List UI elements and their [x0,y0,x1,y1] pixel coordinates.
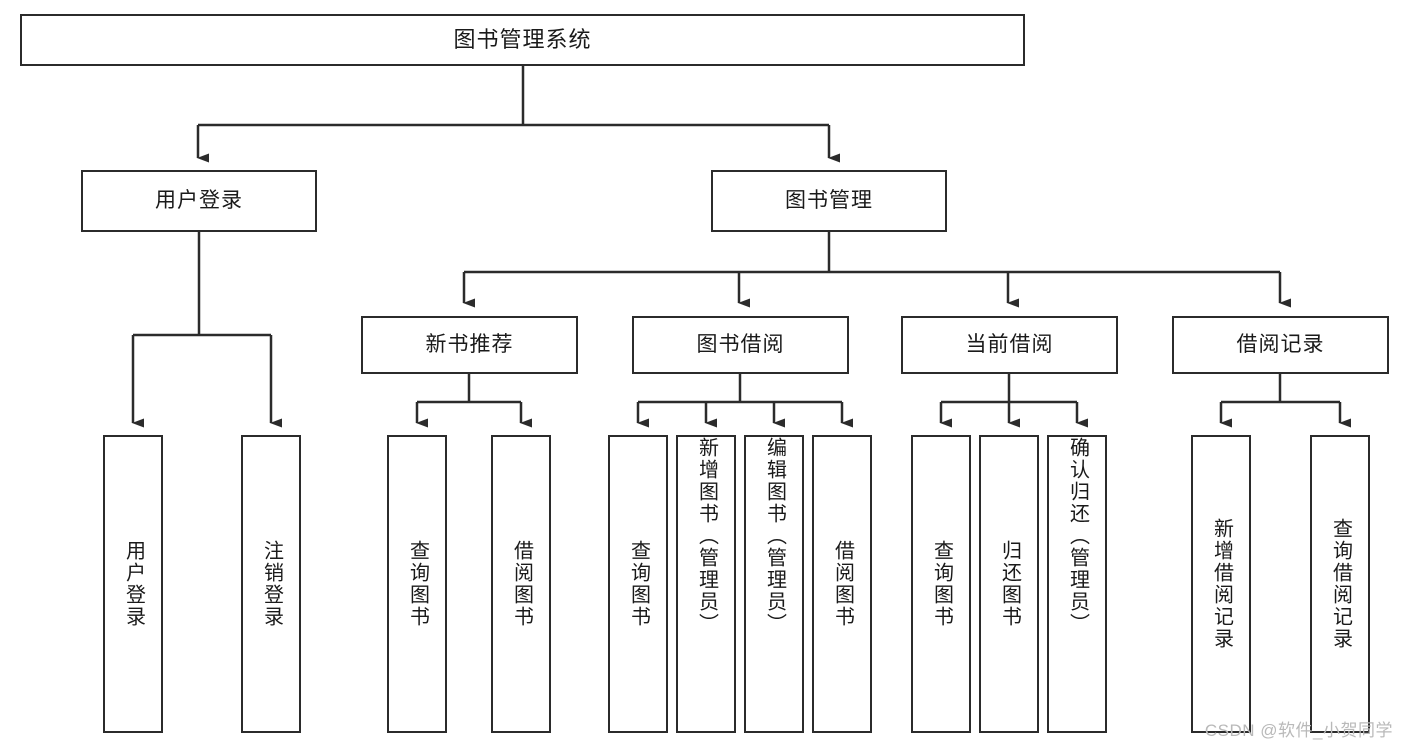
leaf-record-query-record[interactable]: 查询借阅记录 [1310,435,1370,733]
leaf-new-book-borrow[interactable]: 借阅图书 [491,435,551,733]
node-label: 新增图书（管理员） [695,437,718,635]
leaf-user-login-logout[interactable]: 注销登录 [241,435,301,733]
leaf-borrow-add-book-admin[interactable]: 新增图书（管理员） [676,435,736,733]
node-label: 图书管理系统 [453,26,592,52]
leaf-record-add-record[interactable]: 新增借阅记录 [1191,435,1251,733]
leaf-borrow-borrow-book[interactable]: 借阅图书 [812,435,872,733]
node-user-login[interactable]: 用户登录 [81,170,317,232]
node-label: 编辑图书（管理员） [763,437,786,635]
node-label: 注销登录 [260,540,283,628]
leaf-current-return-book[interactable]: 归还图书 [979,435,1039,733]
node-label: 归还图书 [998,540,1021,628]
node-label: 查询图书 [406,540,429,628]
node-new-book-recommend[interactable]: 新书推荐 [361,316,578,374]
leaf-current-confirm-return-admin[interactable]: 确认归还（管理员） [1047,435,1107,733]
node-label: 图书借阅 [696,333,785,357]
node-label: 用户登录 [155,189,243,213]
leaf-current-query-book[interactable]: 查询图书 [911,435,971,733]
leaf-new-book-query[interactable]: 查询图书 [387,435,447,733]
node-label: 借阅图书 [510,540,533,628]
node-borrow-record[interactable]: 借阅记录 [1172,316,1389,374]
node-label: 新书推荐 [425,333,514,357]
node-current-borrow[interactable]: 当前借阅 [901,316,1118,374]
node-label: 查询图书 [930,540,953,628]
leaf-borrow-query-book[interactable]: 查询图书 [608,435,668,733]
node-book-management[interactable]: 图书管理 [711,170,947,232]
leaf-borrow-edit-book-admin[interactable]: 编辑图书（管理员） [744,435,804,733]
node-label: 确认归还（管理员） [1066,437,1089,635]
node-label: 新增借阅记录 [1210,518,1233,650]
node-book-borrow[interactable]: 图书借阅 [632,316,849,374]
node-label: 查询借阅记录 [1329,518,1352,650]
node-label: 用户登录 [122,540,145,628]
node-root-book-management-system[interactable]: 图书管理系统 [20,14,1025,66]
node-label: 借阅记录 [1236,333,1325,357]
node-label: 借阅图书 [831,540,854,628]
node-label: 查询图书 [627,540,650,628]
leaf-user-login-login[interactable]: 用户登录 [103,435,163,733]
node-label: 图书管理 [785,189,873,213]
node-label: 当前借阅 [965,333,1054,357]
csdn-watermark: CSDN @软件_小贺同学 [1204,721,1393,740]
